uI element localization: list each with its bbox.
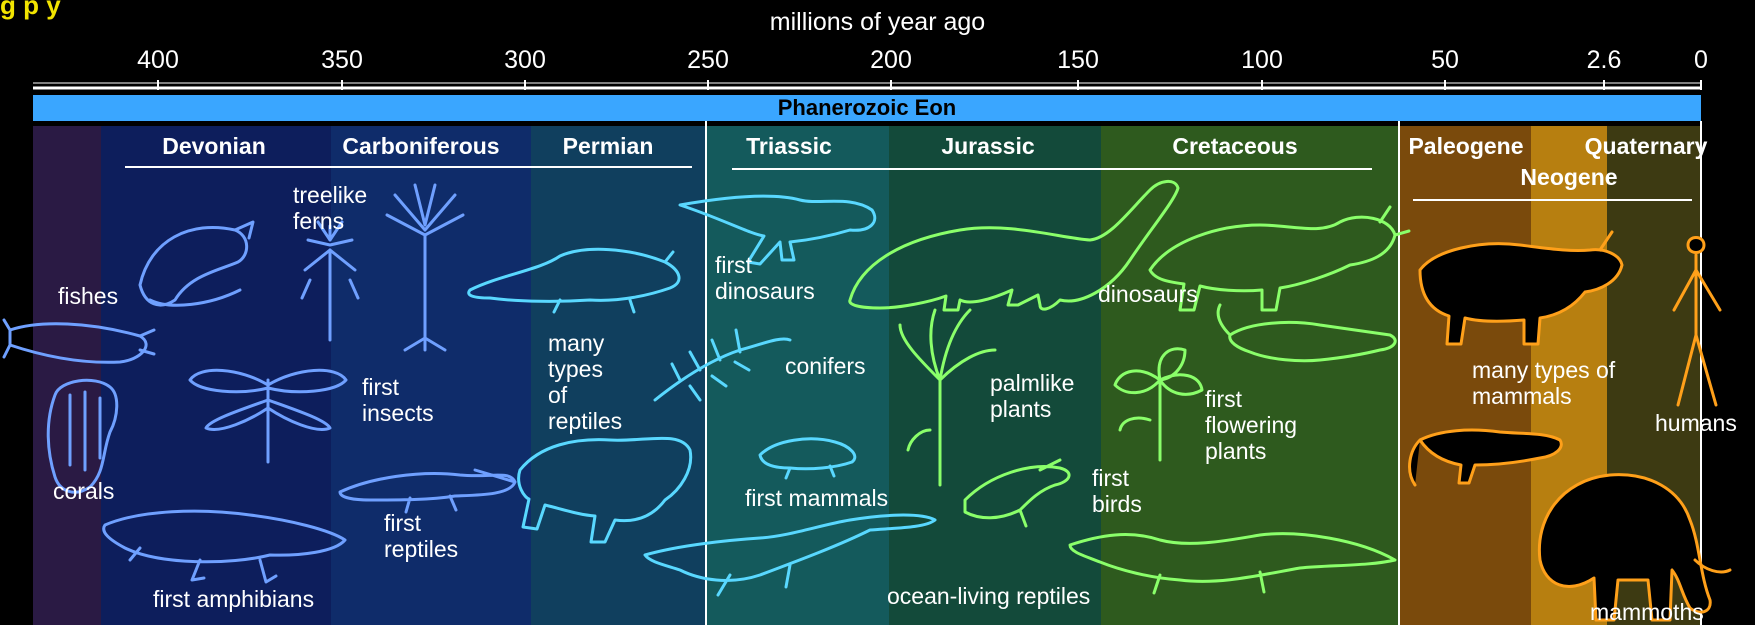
tree-fern-icon [302,222,358,340]
coral-icon [48,380,117,492]
label-conifers: conifers [785,353,866,379]
label-fishes: fishes [58,283,118,309]
bird-icon [965,460,1069,526]
mammal-icon [1410,430,1562,485]
reptile-icon [340,470,515,512]
rhino-icon [1420,232,1622,344]
label-ocean-living-reptiles: ocean-living reptiles [887,583,1090,609]
flower-icon [1115,349,1202,460]
fish-icon [4,320,154,362]
palm-icon [900,310,995,485]
label-corals: corals [53,478,114,504]
label-first-birds: first birds [1092,465,1142,517]
label-many-types-mammals: many types of mammals [1472,357,1615,409]
label-dinosaurs: dinosaurs [1098,281,1198,307]
plesiosaur-icon [1070,534,1395,593]
label-mammoths: mammoths [1590,599,1704,625]
fish-icon [140,222,253,305]
mammal-icon [519,438,691,542]
label-first-mammals: first mammals [745,485,888,511]
label-palmlike-plants: palmlike plants [990,370,1074,422]
label-many-types-reptiles: many types of reptiles [548,330,622,434]
conifer-icon [655,330,790,400]
label-treelike-ferns: treelike ferns [293,182,367,234]
insect-icon [190,370,346,462]
human-icon [1674,238,1720,406]
label-first-reptiles: first reptiles [384,510,458,562]
label-humans: humans [1655,410,1737,436]
amphibian-icon [104,511,345,582]
mammal-icon [1218,305,1395,361]
tree-fern-icon [387,185,463,350]
label-first-dinosaurs: first dinosaurs [715,252,815,304]
label-first-insects: first insects [362,374,434,426]
mammal-icon [760,439,855,478]
label-first-amphibians: first amphibians [153,586,314,612]
label-first-flowering-plants: first flowering plants [1205,386,1297,464]
reptile-icon [469,249,679,312]
